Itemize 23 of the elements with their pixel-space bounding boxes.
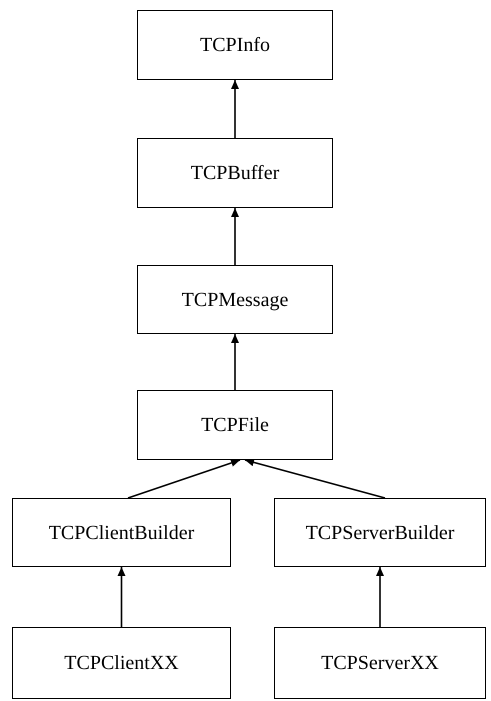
class-name: TCPBuffer bbox=[190, 161, 280, 186]
class-box bbox=[274, 627, 486, 699]
class-box bbox=[12, 627, 231, 699]
arrow bbox=[231, 334, 239, 390]
arrow bbox=[376, 567, 384, 627]
class-box bbox=[274, 498, 486, 567]
class-name: TCPInfo bbox=[200, 33, 270, 58]
arrow bbox=[244, 458, 386, 499]
class-box bbox=[137, 265, 333, 334]
class-box bbox=[12, 498, 231, 567]
arrow bbox=[231, 208, 239, 265]
class-name: TCPClientBuilder bbox=[48, 520, 194, 546]
arrow bbox=[231, 80, 239, 138]
class-box bbox=[137, 138, 333, 208]
class-name: TCPServerXX bbox=[321, 651, 439, 676]
class-name: TCPMessage bbox=[182, 288, 288, 312]
class-name: TCPFile bbox=[201, 413, 269, 438]
arrow bbox=[128, 459, 240, 499]
class-name: TCPServerBuilder bbox=[306, 520, 454, 546]
arrow bbox=[118, 567, 126, 627]
class-box bbox=[137, 390, 333, 460]
class-box bbox=[137, 10, 333, 80]
class-name: TCPClientXX bbox=[64, 651, 179, 676]
